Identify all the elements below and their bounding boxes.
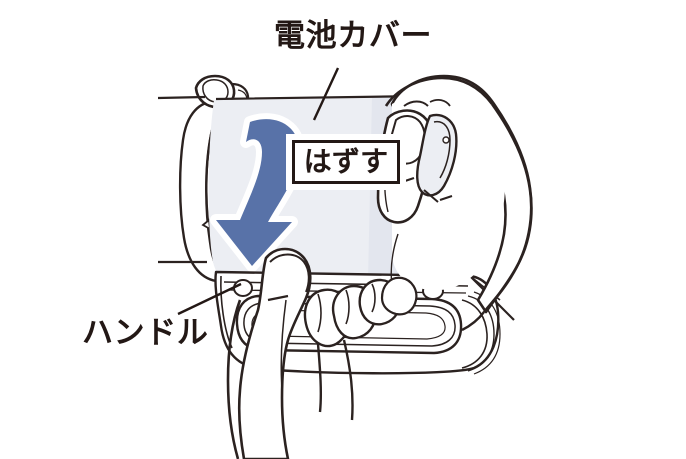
leader-line-handle bbox=[177, 282, 242, 316]
callout-label-handle: ハンドル bbox=[82, 315, 209, 351]
handle-hole-left bbox=[233, 279, 253, 297]
upper-hand-crease-1 bbox=[403, 100, 429, 107]
upper-thumb-tip-edge bbox=[423, 189, 439, 203]
lower-thumb bbox=[237, 247, 312, 459]
lower-hand bbox=[226, 247, 418, 459]
handle-right-contour-1 bbox=[461, 299, 488, 369]
upper-thumb-tip bbox=[416, 113, 458, 203]
lower-fingers bbox=[303, 276, 418, 348]
latch-tab-inner bbox=[202, 79, 229, 103]
lower-finger-shaft-1 bbox=[316, 343, 323, 413]
lower-finger-sep-3 bbox=[371, 283, 376, 313]
lower-finger-4 bbox=[380, 276, 418, 316]
upper-thumb-tip-inner bbox=[433, 120, 451, 179]
upper-hand-right-contour bbox=[482, 103, 533, 313]
leader-line-battery-cover bbox=[312, 67, 340, 121]
barrel-top-guide bbox=[157, 95, 206, 100]
upper-thumb-tip-outline bbox=[416, 113, 458, 197]
arrow-body bbox=[216, 119, 300, 266]
lower-finger-shaft-2 bbox=[342, 339, 354, 421]
upper-hand-crease-5 bbox=[439, 195, 453, 201]
action-badge-hazusu: はずす bbox=[292, 140, 400, 184]
lower-hand-crease-1 bbox=[267, 294, 289, 302]
upper-hand-wrist bbox=[461, 311, 485, 332]
upper-thumb-tip-dot bbox=[442, 136, 450, 144]
lower-finger-shaft-3 bbox=[280, 299, 287, 391]
lower-finger-sep-1 bbox=[317, 293, 322, 333]
lower-thumb-nail bbox=[269, 253, 310, 293]
lower-finger-sep-2 bbox=[345, 289, 350, 325]
upper-hand-crease-2 bbox=[429, 99, 451, 107]
callout-label-battery-cover: 電池カバー bbox=[274, 18, 433, 54]
upper-hand-top-contour bbox=[384, 76, 494, 107]
lower-hand-left-contour bbox=[226, 299, 242, 459]
action-badge-label: はずす bbox=[303, 145, 389, 178]
